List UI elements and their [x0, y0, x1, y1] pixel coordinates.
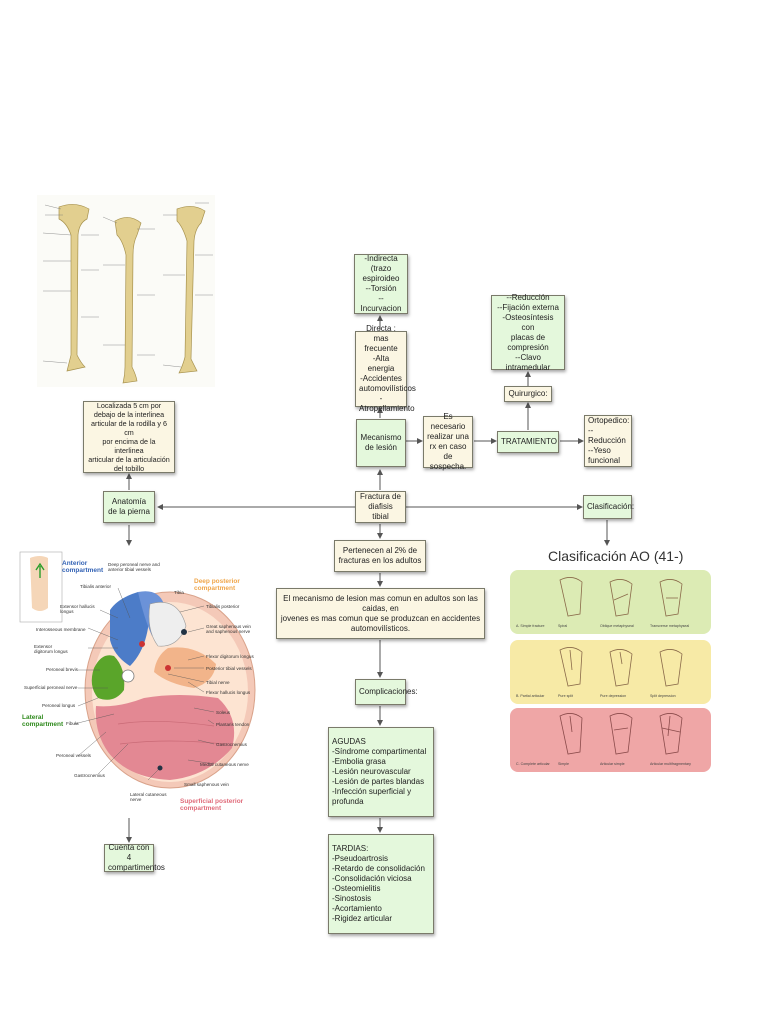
label-right-1: Tibialis posterior: [206, 604, 240, 609]
label-left-0: Tibialis anterior: [80, 584, 111, 589]
ao-a-cap-3: Transverse metaphyseal: [650, 624, 690, 628]
label-right-9: Gastrocnemius: [216, 742, 247, 747]
rx-box: Es necesario realizar una rx en caso de …: [423, 412, 473, 471]
label-right-5: Tibial nerve: [206, 680, 230, 685]
tardias-box: TARDIAS: -Pseudoartrosis -Retardo de con…: [328, 834, 434, 934]
label-left-8: Peroneal vessels: [56, 753, 91, 758]
ao-a-cap-2: Oblique metaphyseal: [600, 624, 634, 628]
ao-b-cap-3: Split depression: [650, 694, 676, 698]
tratamiento-box: TRATAMIENTO: [497, 431, 559, 453]
ao-row-c: C. Complete articular Simple Articular s…: [510, 708, 711, 772]
label-left-9: Gastrocnemius: [74, 773, 105, 778]
agudas-box: AGUDAS -Síndrome compartimental -Embolia…: [328, 727, 434, 817]
label-right-7: Soleus: [216, 710, 231, 715]
ortopedico-box: Ortopedico: -- Reducción --Yeso funciona…: [584, 415, 632, 467]
complicaciones-box: Complicaciones:: [355, 679, 418, 705]
label-right-0: Tibia: [174, 590, 184, 595]
label-right-8: Plantaris tendon: [216, 722, 250, 727]
label-left-2: Interosseous membrane: [36, 627, 86, 632]
label-left-6: Peroneal longus: [42, 703, 76, 708]
anterior-compartment-label: Anterior compartment: [62, 560, 104, 575]
ao-b-cap-2: Pure depression: [600, 694, 627, 698]
label-right-4: Posterior tibial vessels: [206, 666, 252, 671]
mecanismo-texto-box: El mecanismo de lesion mas comun en adul…: [276, 588, 485, 639]
ao-row-c-bg: [510, 708, 711, 772]
fractura-box: Fractura de diafisis tibial: [355, 491, 406, 523]
tibia-fibula-illustration: [37, 195, 215, 387]
label-left-5: Superficial peroneal nerve: [24, 685, 78, 690]
label-right-11: Small saphenous vein: [184, 782, 229, 787]
mecanismo-box: Mecanismo de lesión: [356, 419, 406, 467]
localizada-box: Localizada 5 cm por debajo de la interli…: [83, 401, 175, 473]
ao-c-cap-1: Simple: [558, 762, 569, 766]
clasificacion-box: Clasificación:: [583, 495, 634, 519]
ao-c-cap-0: C. Complete articular: [516, 762, 550, 766]
ao-b-cap-1: Pure split: [558, 694, 573, 698]
label-right-6: Flexor hallucis longus: [206, 690, 251, 695]
label-right-2: Great saphenous vein and saphenous nerve: [206, 624, 251, 634]
ao-c-cap-3: Articular multifragmentary: [650, 762, 691, 766]
label-left-4: Peroneal brevis: [46, 667, 78, 672]
anatomia-box: Anatomía de la pierna: [103, 491, 155, 523]
cuenta-box: Cuenta con 4 compartimentos: [104, 843, 165, 872]
ao-c-cap-2: Articular simple: [600, 762, 625, 766]
label-right-10: Medial cutaneous nerve: [200, 762, 249, 767]
superficial-posterior-label: Superficial posterior compartment: [180, 798, 244, 813]
indirecta-box: -Indirecta (trazo espiroideo --Torsión -…: [354, 254, 408, 314]
label-left-1: Extensor hallucis longus: [60, 604, 95, 614]
ao-row-b: B. Partial articular Pure split Pure dep…: [510, 640, 711, 704]
leg-cross-section: Anterior compartment Lateral compartment…: [18, 548, 256, 816]
label-left-3: Extensor digitorum longus: [34, 644, 68, 654]
ao-b-cap-0: B. Partial articular: [516, 694, 545, 698]
label-deep-peroneal: Deep peroneal nerve and anterior tibial …: [108, 562, 160, 572]
quirurgico-box: Quirurgico:: [504, 386, 552, 402]
pertenecen-box: Pertenecen al 2% de fracturas en los adu…: [334, 540, 426, 572]
ao-title: Clasificación AO (41-): [548, 548, 684, 564]
ao-a-cap-0: A. Simple fracture: [516, 624, 545, 628]
directa-box: Directa : mas frecuente -Alta energia -A…: [355, 324, 416, 413]
deep-posterior-label: Deep posterior compartment: [194, 578, 240, 593]
lateral-compartment-label: Lateral compartment: [22, 714, 64, 729]
ao-row-a: A. Simple fracture Spiral Oblique metaph…: [510, 570, 711, 634]
ao-a-cap-1: Spiral: [558, 624, 568, 628]
label-lateral-cutaneous: Lateral cutaneous nerve: [130, 792, 167, 802]
quirurgico-list-box: --Reducción --Fijación externa -Osteosín…: [491, 293, 565, 372]
label-left-7: Fibula: [66, 721, 79, 726]
label-right-3: Flexor digitorum longus: [206, 654, 254, 659]
